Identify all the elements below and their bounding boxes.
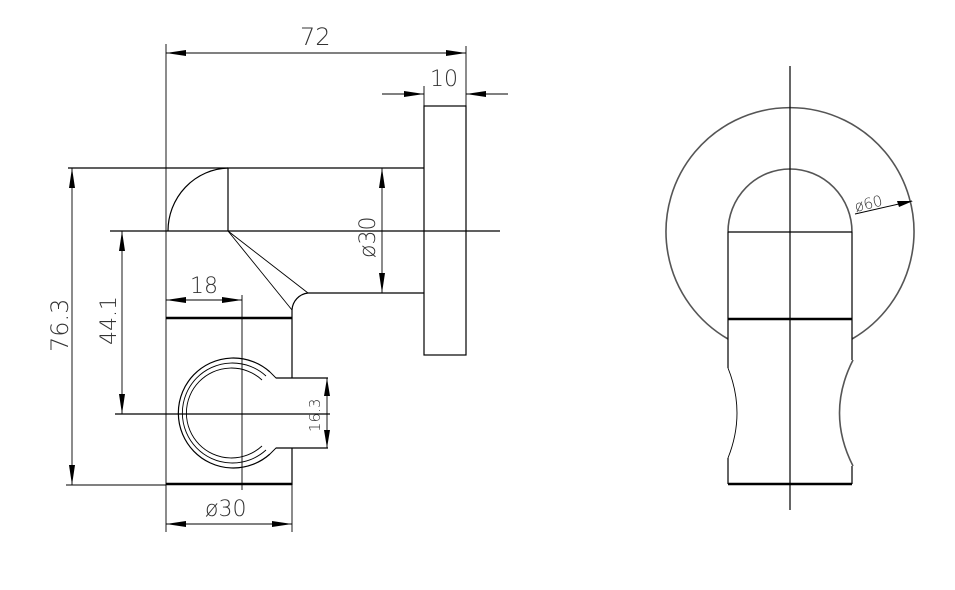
side-view: 72 10 ø30 — [46, 23, 508, 532]
waist-curve-right — [838, 359, 854, 467]
dim-flange-thickness-label: 10 — [430, 67, 458, 92]
c-clip — [177, 357, 292, 469]
holder-body — [166, 310, 328, 486]
dim-holder-width-label: ø30 — [205, 497, 246, 522]
dim-overall-height-label: 76.3 — [46, 299, 74, 352]
dim-holder-offset-label: 18 — [190, 274, 218, 299]
dim-clip-opening: 16.3 — [306, 378, 330, 448]
horizontal-arm — [68, 167, 424, 311]
dim-center-height-label: 44.1 — [97, 296, 122, 345]
dim-flange-thickness: 10 — [382, 67, 508, 106]
dim-flange-diameter: ø60 — [853, 192, 913, 216]
front-view: ø60 — [665, 66, 915, 510]
dim-overall-width: 72 — [165, 23, 467, 485]
dim-flange-diameter-label: ø60 — [853, 192, 885, 216]
dim-arm-diameter-label: ø30 — [356, 217, 381, 258]
dim-holder-width: ø30 — [165, 485, 293, 532]
waist-curve-left — [727, 367, 738, 459]
dim-arm-diameter: ø30 — [356, 168, 385, 293]
dim-center-height: 44.1 — [97, 231, 125, 414]
dim-holder-offset: 18 — [166, 274, 242, 303]
dim-overall-width-label: 72 — [300, 23, 331, 51]
dim-overall-height: 76.3 — [46, 168, 166, 486]
dim-clip-opening-label: 16.3 — [306, 399, 324, 432]
